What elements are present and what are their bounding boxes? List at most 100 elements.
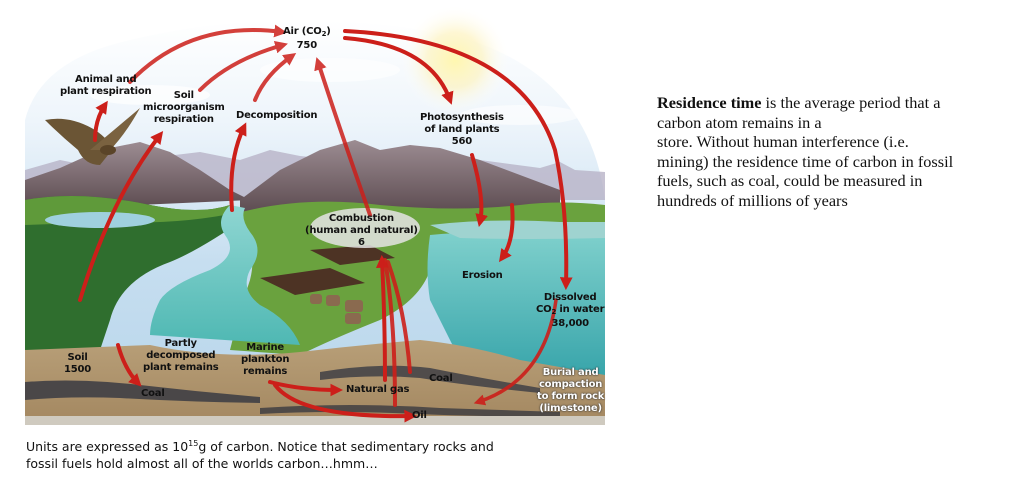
label-line: plant remains [143,362,219,373]
cloud [460,105,580,125]
label-line: microorganism [143,102,225,113]
arrow-gas-to-combustion [375,254,389,382]
label-line: Photosynthesis [420,112,504,123]
arrow-burial [473,298,558,406]
arrow-air-to-dissolved [343,29,573,291]
city [310,208,420,248]
label-line: Partly [164,338,197,349]
label-line: remains [243,366,288,377]
label-line: respiration [153,114,214,125]
caption-text: g of carbon. Notice that sedimentary roc… [198,439,494,454]
label-line: decomposed [146,350,216,361]
label-natural-gas: Natural gas [346,384,409,396]
label-line: CO [536,304,552,315]
label-photosynthesis: Photosynthesis of land plants 560 [420,112,504,148]
label-air: Air (CO2) 750 [283,26,331,52]
air-subscript: 2 [321,30,327,38]
label-line: Decomposition [236,110,318,121]
arrow-soil-to-microorganism [78,130,164,302]
arrow-plants-to-erosion [470,153,488,227]
air-label-text: Air (CO [283,26,322,37]
dissolved-value: 38,000 [551,318,589,329]
diagram-illustration [25,5,605,425]
co2-subscript: 2 [551,308,557,316]
text-fragment: is the average period that a [761,93,941,112]
forest-land [25,196,250,350]
label-erosion: Erosion [462,270,503,282]
label-line: Soil [67,352,88,363]
label-line: Dissolved [543,292,597,303]
residence-time-term: Residence time [657,93,762,112]
river-delta [430,220,605,239]
coal-seam-right [320,365,540,393]
label-combustion: Combustion (human and natural) 6 [305,213,418,249]
text-line: mining) the residence time of carbon in … [657,151,954,171]
label-line: Combustion [328,213,394,224]
soil-value: 1500 [64,364,92,375]
label-line: Oil [412,410,427,421]
air-label-close: ) [326,26,331,37]
label-animal-respiration: Animal and plant respiration [60,74,152,98]
label-partly-decomposed: Partly decomposed plant remains [143,338,219,374]
arrow-oil-to-combustion [383,258,397,407]
arrow-soil-respiration-to-air [198,40,288,92]
cows [310,294,363,324]
label-soil: Soil 1500 [64,352,91,376]
label-oil: Oil [412,410,427,422]
photosynthesis-value: 560 [451,136,473,147]
arrow-air-to-photosynthesis [343,36,454,105]
label-line: Natural gas [346,384,410,395]
label-line: (limestone) [539,403,602,414]
label-line: Burial and [542,367,599,378]
label-coal-right: Coal [429,373,453,385]
label-dissolved-co2: Dissolved CO2 in water 38,000 [536,292,605,330]
label-line: Coal [429,373,453,384]
label-line: plant respiration [60,86,152,97]
label-line: in water [556,304,605,315]
caption-text: fossil fuels hold almost all of the worl… [26,456,378,471]
text-line: fuels, such as coal, could be measured i… [657,171,923,190]
label-line: Animal and [75,74,137,85]
cloud [260,58,400,82]
bedrock [25,416,605,425]
diagram-caption: Units are expressed as 1015g of carbon. … [26,438,626,472]
field [260,268,365,295]
combustion-value: 6 [357,237,365,248]
text-line: Residence time is the average period tha… [657,93,1022,113]
soil-layer [25,340,605,425]
text-line: store. Without human interference (i.e. [657,132,909,151]
label-line: plankton [241,354,290,365]
label-line: of land plants [424,124,500,135]
label-decomposition: Decomposition [236,110,318,122]
label-line: (human and natural) [305,225,418,236]
river [150,205,300,345]
label-line: compaction [538,379,603,390]
label-burial: Burial and compaction to form rock (lime… [537,367,604,415]
arrow-erosion [499,203,515,263]
arrow-respiration-from-eagle [93,100,108,142]
arrow-combustion-to-air [314,57,372,217]
arrow-soil-to-coal [116,343,142,387]
sun [400,5,510,115]
arrow-to-decomposition [229,122,247,212]
label-marine-plankton: Marine plankton remains [241,342,289,378]
label-line: Marine [246,342,285,353]
label-line: to form rock [537,391,605,402]
arrow-coal-to-combustion [386,260,412,374]
label-line: Coal [141,388,165,399]
label-line: Soil [173,90,194,101]
label-line: Erosion [462,270,503,281]
caption-text: Units are expressed as 10 [26,439,189,454]
arrow-decomposition-to-air [253,53,297,102]
carbon-cycle-diagram: Air (CO2) 750 Animal and plant respirati… [25,5,605,425]
mountain-left [25,142,250,210]
coal-seam-left [25,380,260,403]
caption-superscript: 15 [188,439,199,448]
label-coal-left: Coal [141,388,165,400]
lake [45,212,155,228]
air-value: 750 [296,40,317,51]
field [310,245,395,265]
cloud [90,85,210,105]
arrow-plankton-to-oil [273,383,418,423]
arrow-respiration-to-air [128,24,288,84]
